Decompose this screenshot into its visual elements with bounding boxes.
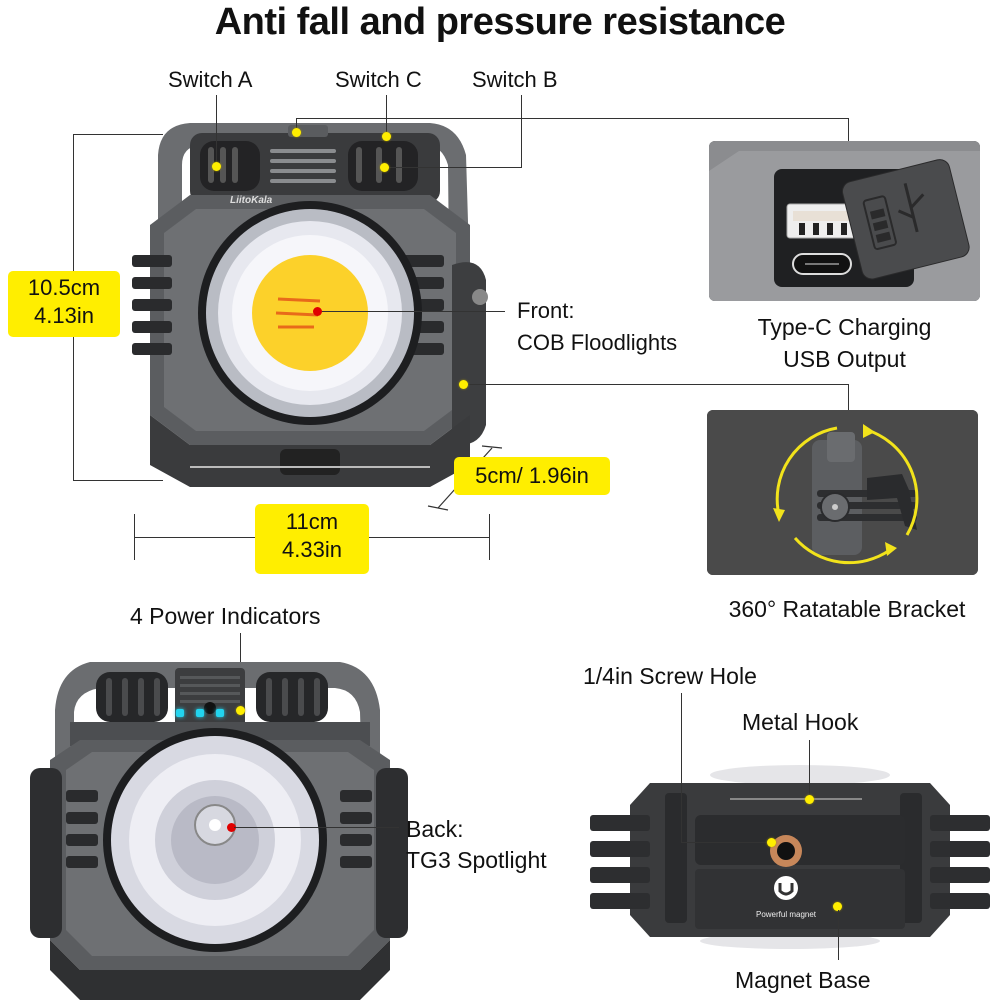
magnet-base-marker xyxy=(833,902,842,911)
label-back: Back: xyxy=(406,816,464,842)
label-cob-floodlights: COB Floodlights xyxy=(517,330,678,355)
back-view-lamp-image xyxy=(30,662,408,1000)
bracket-leader-drop xyxy=(848,384,849,411)
switch-a-marker xyxy=(212,162,221,171)
powerful-magnet-text: Powerful magnet xyxy=(756,910,817,919)
label-metal-hook: Metal Hook xyxy=(742,709,859,735)
port-leader-horizontal xyxy=(296,118,848,119)
page-title: Anti fall and pressure resistance xyxy=(214,1,786,43)
brand-logo: LiitoKala xyxy=(230,195,273,206)
height-in: 4.13in xyxy=(34,303,94,328)
height-dim-top-tick xyxy=(73,134,163,135)
label-front: Front: xyxy=(517,298,575,323)
base-view-image: Powerful magnet xyxy=(590,765,990,949)
label-tg3-spotlight: TG3 Spotlight xyxy=(406,847,547,873)
port-leader-vertical xyxy=(296,118,297,132)
bracket-rotation-image xyxy=(707,410,978,575)
label-usb-output: USB Output xyxy=(783,346,906,372)
height-dim-bottom-tick xyxy=(73,480,163,481)
screw-hole-leader-horizontal xyxy=(681,842,771,843)
label-switch-b: Switch B xyxy=(472,67,558,92)
switch-a-leader-line xyxy=(216,95,217,165)
label-power-indicators: 4 Power Indicators xyxy=(130,603,321,629)
metal-hook-marker xyxy=(805,795,814,804)
bracket-leader-horizontal xyxy=(466,384,848,385)
typec-port-image xyxy=(709,141,980,301)
switch-c-marker xyxy=(382,132,391,141)
label-typec-charging: Type-C Charging xyxy=(757,314,932,340)
height-cm: 10.5cm xyxy=(27,275,101,300)
front-cob-marker xyxy=(313,307,322,316)
power-indicator-led-1 xyxy=(176,709,184,717)
label-360-bracket: 360° Ratatable Bracket xyxy=(728,596,966,622)
screw-hole-leader-vertical xyxy=(681,693,682,843)
label-switch-a: Switch A xyxy=(168,67,253,92)
port-marker xyxy=(292,128,301,137)
label-screw-hole: 1/4in Screw Hole xyxy=(583,663,757,689)
switch-c-leader-line xyxy=(386,95,387,135)
height-dimension-badge: 10.5cm 4.13in xyxy=(8,271,120,337)
screw-hole-marker xyxy=(767,838,776,847)
width-dimension-badge: 11cm 4.33in xyxy=(255,504,369,574)
metal-hook-leader-line xyxy=(809,740,810,798)
back-spotlight-marker xyxy=(227,823,236,832)
width-in: 4.33in xyxy=(282,537,342,562)
label-magnet-base: Magnet Base xyxy=(735,967,871,993)
switch-b-marker xyxy=(380,163,389,172)
magnet-base-leader-line xyxy=(838,910,839,960)
width-cm: 11cm xyxy=(285,509,339,534)
power-indicator-led-2 xyxy=(196,709,204,717)
power-indicator-marker xyxy=(236,706,245,715)
front-leader-line xyxy=(320,311,505,312)
back-leader-line xyxy=(234,827,399,828)
front-view-lamp-image: LiitoKala xyxy=(132,123,488,487)
power-indicator-led-3 xyxy=(216,709,224,717)
port-leader-drop xyxy=(848,118,849,142)
bracket-marker xyxy=(459,380,468,389)
switch-b-leader-line xyxy=(521,95,522,167)
switch-b-leader-horizontal xyxy=(388,167,522,168)
label-switch-c: Switch C xyxy=(335,67,422,92)
depth-dimension-badge: 5cm/ 1.96in xyxy=(454,457,610,495)
